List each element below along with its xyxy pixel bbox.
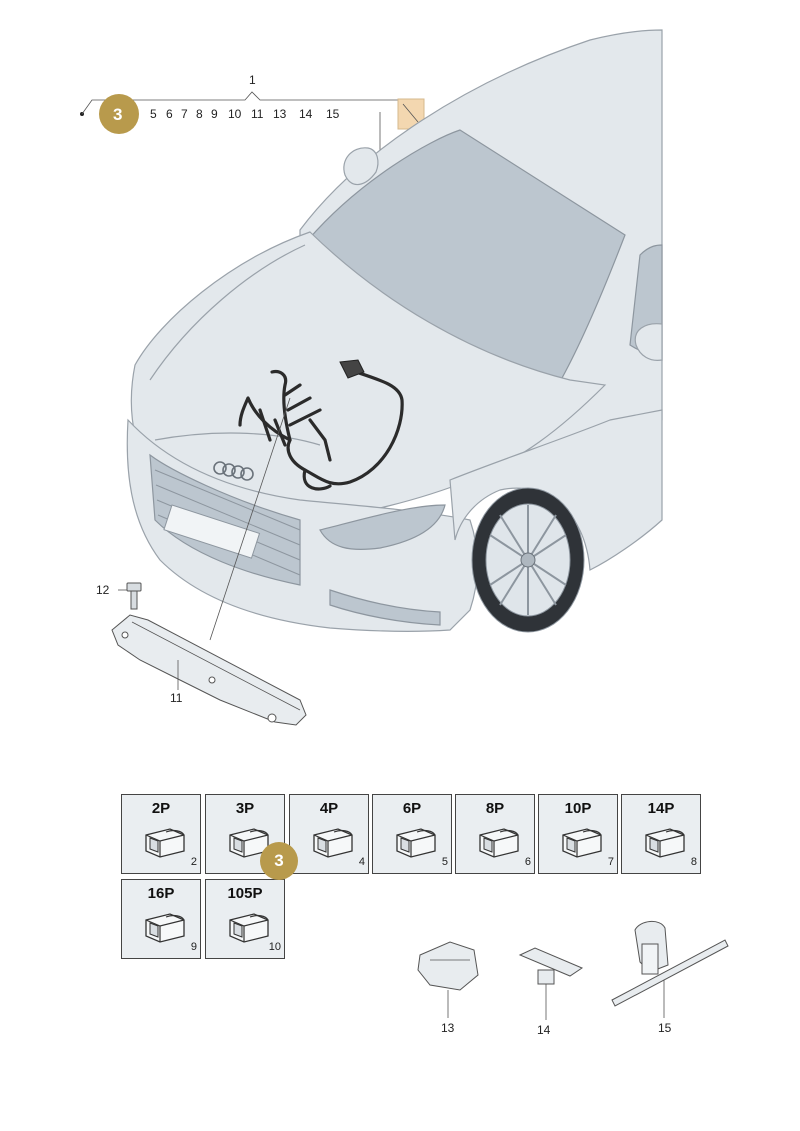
connector-cell: 2P 2: [121, 794, 201, 874]
bracket-label: 11: [170, 691, 183, 705]
connector-title: 3P: [235, 800, 255, 817]
callout-badge: [99, 94, 139, 134]
connector-cell: 14P 8: [621, 794, 701, 874]
car-illustration: [126, 29, 663, 633]
connector-icon: [145, 913, 185, 943]
connector-number: 7: [607, 856, 614, 868]
connector-title: 8P: [485, 800, 505, 817]
bolt-label: 12: [96, 583, 110, 597]
callout-number: 7: [181, 107, 188, 121]
connector-cell: 105P 10: [205, 879, 285, 959]
connector-icon: [229, 828, 269, 858]
callout-number: 14: [299, 107, 313, 121]
clip-14: 14: [518, 947, 584, 1037]
connector-title: 6P: [402, 800, 422, 817]
clip-13-label: 13: [441, 1021, 455, 1035]
connector-title: 14P: [647, 800, 675, 817]
grid-badge: 3: [260, 842, 298, 880]
connector-number: 2: [190, 856, 197, 868]
connector-title: 4P: [319, 800, 339, 817]
clip-14-label: 14: [537, 1023, 551, 1037]
connector-title: 16P: [147, 885, 175, 902]
connector-icon: [145, 828, 185, 858]
clip-15: 15: [611, 921, 729, 1035]
callout-number: 6: [166, 107, 173, 121]
callout-number: 10: [228, 107, 242, 121]
connector-title: 105P: [227, 885, 263, 902]
connector-cell: 8P 6: [455, 794, 535, 874]
callout-number: 15: [326, 107, 340, 121]
clip-15-label: 15: [658, 1021, 672, 1035]
callout-number: 11: [251, 107, 264, 121]
connector-title: 2P: [151, 800, 171, 817]
clip-13: 13: [417, 941, 479, 1035]
connector-icon: [479, 828, 519, 858]
connector-icon: [645, 828, 685, 858]
callout-number: 8: [196, 107, 203, 121]
callout-number: 9: [211, 107, 218, 121]
connector-icon: [396, 828, 436, 858]
connector-cell: 6P 5: [372, 794, 452, 874]
connector-icon: [313, 828, 353, 858]
connector-cell: 4P 4: [289, 794, 369, 874]
wiring-harness: [238, 359, 404, 491]
callout-number: 13: [273, 107, 287, 121]
group-label: 1: [249, 73, 256, 87]
connector-cell: 10P 7: [538, 794, 618, 874]
connector-number: 9: [190, 941, 197, 953]
connector-icon: [562, 828, 602, 858]
connector-title: 10P: [564, 800, 592, 817]
callout-badge-text: 3: [113, 105, 122, 124]
connector-number: 10: [268, 941, 281, 953]
connector-number: 8: [690, 856, 697, 868]
connector-cell: 16P 9: [121, 879, 201, 959]
connector-number: 4: [358, 856, 365, 868]
bracket-11: 11: [111, 614, 307, 726]
callout-number: 5: [150, 107, 157, 121]
connector-number: 6: [524, 856, 531, 868]
connector-number: 5: [441, 856, 448, 868]
bolt-12: 12: [96, 582, 142, 610]
connector-icon: [229, 913, 269, 943]
